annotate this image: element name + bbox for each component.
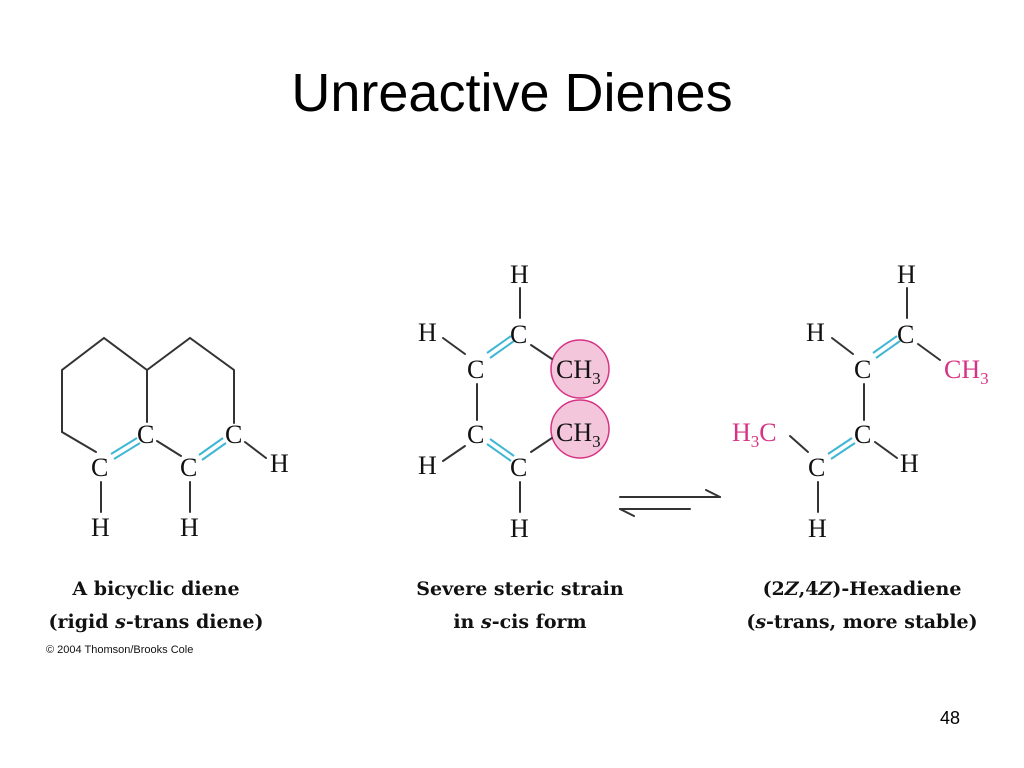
- atom-c-upper-mid: C: [854, 355, 871, 384]
- caption-hexadiene-line1: (2Z,4Z)-Hexadiene: [763, 578, 962, 600]
- atom-h-left-bottom: H: [418, 451, 437, 480]
- atom-h-bottom: H: [510, 514, 529, 543]
- bond-ch3-bottom: [530, 437, 553, 453]
- atom-c1: C: [91, 453, 108, 482]
- atom-c-bottom: C: [808, 453, 825, 482]
- atom-h-top: H: [897, 260, 916, 289]
- bond-h-right: [874, 441, 898, 459]
- page-number: 48: [939, 708, 961, 728]
- bond-c4-h: [244, 441, 267, 459]
- bond-h-left: [831, 337, 854, 355]
- s-cis-double-bond-top: [486, 335, 515, 359]
- atom-h3: H: [270, 449, 289, 478]
- atom-h2: H: [180, 513, 199, 542]
- atom-h1: H: [91, 513, 110, 542]
- steric-clash-circle-top: [550, 339, 610, 399]
- atom-c-lower-mid: C: [854, 420, 871, 449]
- atom-c-top: C: [510, 320, 527, 349]
- bond-c2-c3: [156, 440, 182, 457]
- bond-h3c-left: [789, 435, 809, 453]
- methyl-bottom: CH3: [556, 418, 601, 451]
- bicyclic-diene-structure: C C C C H H H: [61, 336, 289, 542]
- atom-h-bottom: H: [808, 514, 827, 543]
- caption-scis-line1: Severe steric strain: [416, 578, 624, 600]
- bond-left-h-top: [442, 337, 466, 355]
- atom-h-left: H: [806, 318, 825, 347]
- atom-c2: C: [137, 420, 154, 449]
- s-cis-structure: H C H C CH3 C CH3 H C H: [418, 260, 610, 543]
- caption-bicyclic-line1: A bicyclic diene: [71, 578, 239, 600]
- right-ring-bonds: [146, 336, 235, 424]
- slide-title: Unreactive Dienes: [291, 63, 733, 123]
- atom-c3: C: [180, 453, 197, 482]
- caption-hexadiene-line2: (s-trans, more stable): [746, 611, 977, 633]
- left-ring-bonds: [61, 336, 148, 453]
- s-trans-double-bond-top: [872, 335, 901, 359]
- atom-h-top: H: [510, 260, 529, 289]
- s-trans-double-bond-bottom: [827, 437, 856, 460]
- atom-c4: C: [225, 420, 242, 449]
- atom-c-top: C: [897, 320, 914, 349]
- methyl-right: CH3: [944, 355, 989, 388]
- methyl-left: H3C: [732, 418, 777, 451]
- atom-h-right: H: [900, 449, 919, 478]
- equilibrium-arrows-icon: [619, 489, 721, 517]
- bond-ch3-top: [530, 344, 553, 360]
- double-bond-left: [110, 437, 141, 460]
- atom-h-left-top: H: [418, 318, 437, 347]
- copyright-notice: © 2004 Thomson/Brooks Cole: [46, 644, 193, 656]
- atom-c-left-top: C: [467, 355, 484, 384]
- double-bond-right: [198, 437, 227, 461]
- caption-scis-line2: in s-cis form: [453, 611, 586, 633]
- bond-ch3-right: [917, 343, 941, 361]
- atom-c-left-bottom: C: [467, 420, 484, 449]
- s-trans-hexadiene-structure: H C H C CH3 H3C C H C H: [732, 260, 989, 543]
- atom-c-bottom: C: [510, 453, 527, 482]
- bond-left-h-bottom: [442, 445, 466, 462]
- caption-bicyclic-line2: (rigid s-trans diene): [49, 611, 264, 633]
- s-cis-double-bond-bottom: [486, 438, 515, 462]
- methyl-top: CH3: [556, 355, 601, 388]
- steric-clash-circle-bottom: [550, 399, 610, 459]
